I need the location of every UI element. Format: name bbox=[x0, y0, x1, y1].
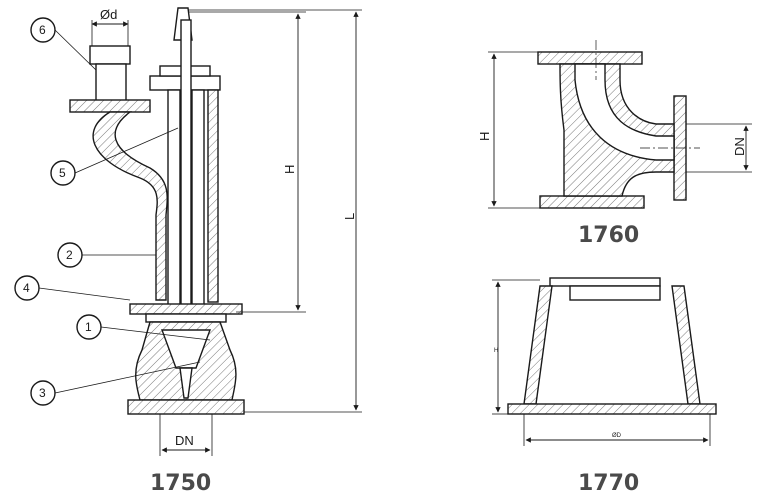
balloon-3: 3 bbox=[30, 361, 201, 406]
dim-L-label: L bbox=[342, 213, 357, 220]
svg-text:1: 1 bbox=[85, 320, 92, 334]
valve-stem-end bbox=[179, 367, 193, 399]
lid-1770 bbox=[549, 277, 661, 287]
svg-text:2: 2 bbox=[66, 248, 73, 262]
middle-flange bbox=[129, 303, 243, 315]
caption-1760: 1760 bbox=[578, 223, 639, 248]
bend-bore-1760 bbox=[574, 63, 675, 161]
top-flange-1760 bbox=[537, 51, 643, 65]
base-flange-1760 bbox=[539, 195, 645, 209]
drawing-1770: H ØD 1770 bbox=[492, 277, 717, 496]
left-wall-1770 bbox=[523, 285, 553, 405]
outlet-flange bbox=[69, 99, 151, 113]
balloon-4: 4 bbox=[14, 275, 131, 301]
spindle bbox=[180, 19, 192, 321]
valve-disc bbox=[160, 329, 212, 369]
dim-H-label-1750: H bbox=[282, 165, 297, 174]
dim-H-label-1760: H bbox=[477, 132, 492, 141]
column-inner-left bbox=[167, 89, 181, 313]
hydrant-body-left bbox=[92, 111, 168, 301]
balloon-5: 5 bbox=[50, 127, 179, 186]
base-flange bbox=[127, 399, 245, 415]
right-wall-1770 bbox=[671, 285, 701, 405]
drawing-1750: Ød H L DN 6 5 2 bbox=[14, 7, 362, 496]
caption-1770: 1770 bbox=[578, 471, 639, 496]
balloon-6: 6 bbox=[30, 17, 97, 71]
balloon-1: 1 bbox=[76, 314, 211, 341]
middle-gasket bbox=[145, 313, 227, 323]
outlet-neck bbox=[95, 63, 127, 105]
column-wall-right bbox=[207, 89, 219, 303]
lid-recess-1770 bbox=[569, 285, 661, 301]
svg-text:3: 3 bbox=[39, 386, 46, 400]
balloon-2: 2 bbox=[57, 242, 156, 268]
drawing-1760: H DN 1760 bbox=[477, 40, 752, 248]
dim-d-label: Ød bbox=[100, 7, 117, 22]
svg-text:4: 4 bbox=[23, 281, 30, 295]
dim-DN-label-1760: DN bbox=[732, 137, 747, 156]
svg-text:6: 6 bbox=[39, 23, 46, 37]
column-inner-right bbox=[191, 89, 205, 313]
dim-H-label-1770: H bbox=[494, 348, 498, 354]
outlet-coupling bbox=[89, 45, 131, 65]
caption-1750: 1750 bbox=[150, 471, 211, 496]
dim-D-label-1770: ØD bbox=[612, 433, 622, 439]
dim-DN-label-1750: DN bbox=[175, 433, 194, 448]
base-flange-1770 bbox=[507, 403, 717, 415]
svg-text:5: 5 bbox=[59, 166, 66, 180]
